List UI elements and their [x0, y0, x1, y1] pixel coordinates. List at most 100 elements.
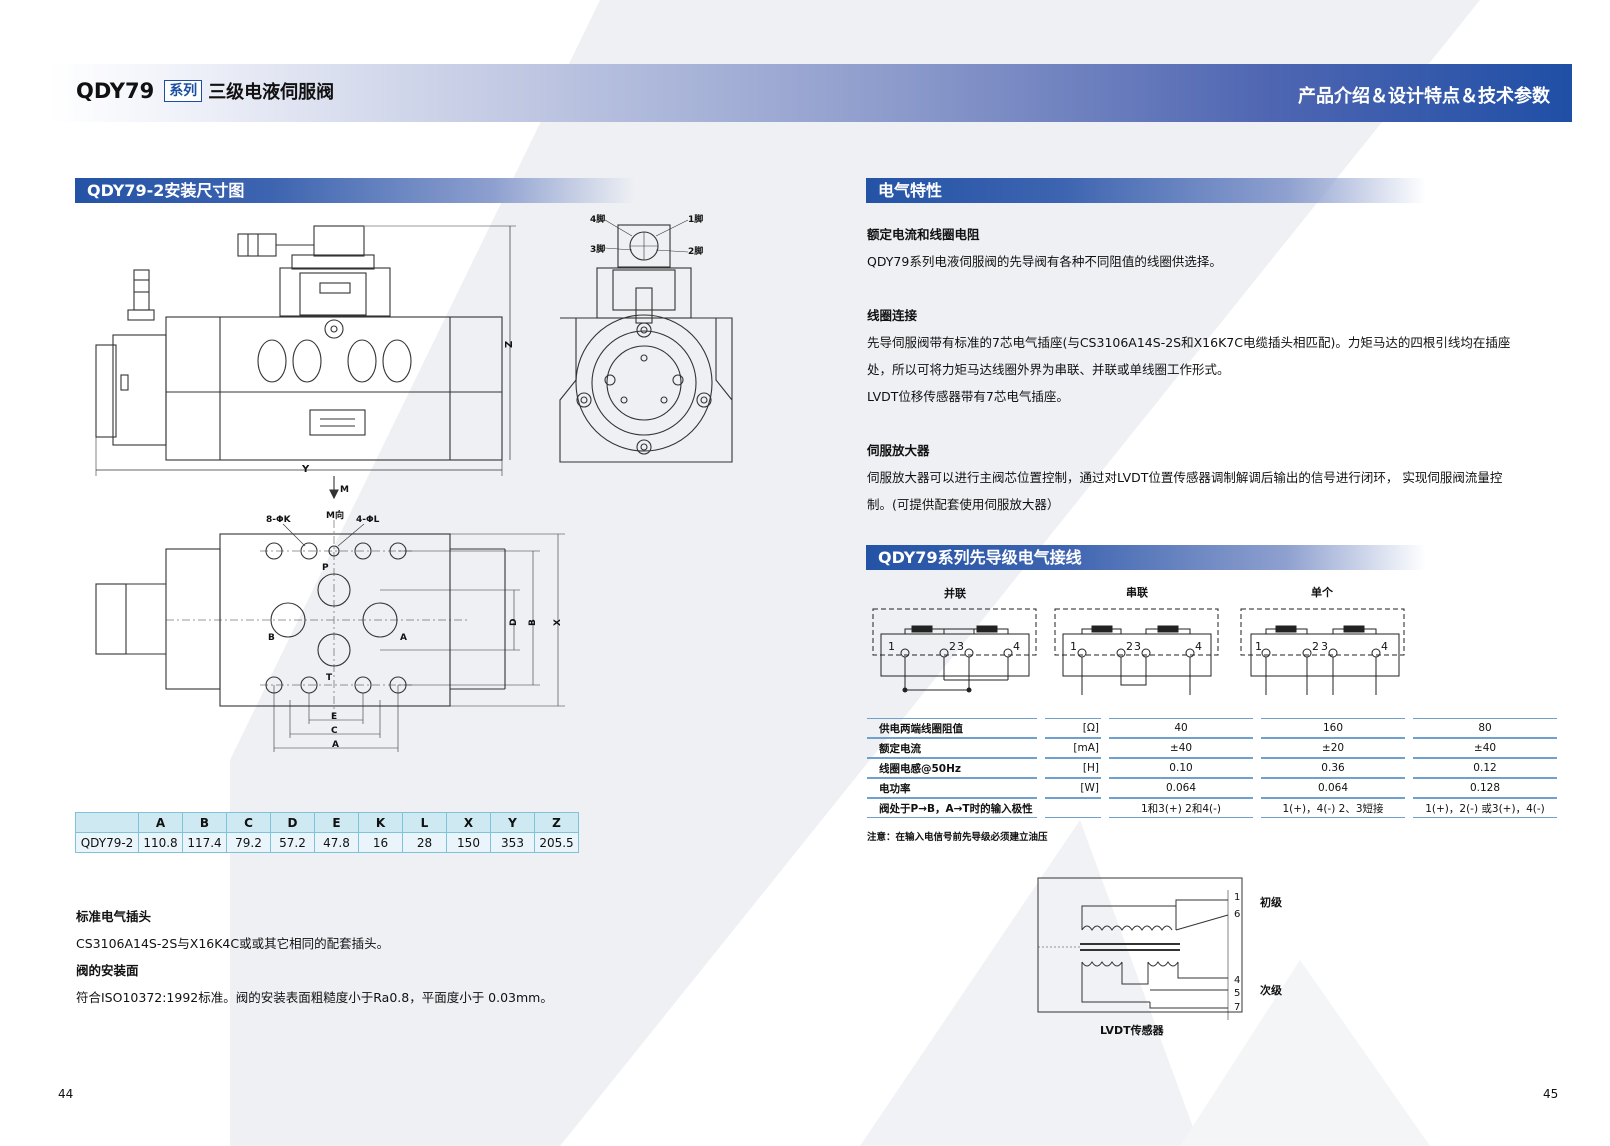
- table-cell: 0.36: [1261, 758, 1405, 778]
- table-header-cell: K: [358, 812, 403, 833]
- pin-label: 1: [888, 640, 895, 653]
- label-dim-y: Y: [301, 464, 310, 475]
- pin-label: 3: [1134, 640, 1141, 653]
- table-row: QDY79-2 110.8 117.4 79.2 57.2 47.8 16 28…: [75, 832, 579, 853]
- lvdt-caption: LVDT传感器: [1100, 1023, 1165, 1037]
- table-cell: 0.128: [1413, 778, 1557, 798]
- pin-label: 1: [1070, 640, 1077, 653]
- table-header-cell: X: [446, 812, 491, 833]
- table-cell: 150: [446, 832, 491, 853]
- table-cell: [Ω]: [1045, 718, 1101, 738]
- label-pin1: 1脚: [688, 213, 703, 225]
- table-header-cell: Y: [490, 812, 535, 833]
- rated-current-heading: 额定电流和线圈电阻: [867, 227, 980, 242]
- pin-label: 4: [1013, 640, 1020, 653]
- pin-label: 4: [1381, 640, 1388, 653]
- lvdt-secondary-label: 次级: [1260, 983, 1283, 997]
- table-cell: 阀处于P→B，A→T时的输入极性: [867, 798, 1037, 818]
- label-dim-d: D: [509, 619, 519, 626]
- table-cell: 16: [358, 832, 403, 853]
- section-title-electrical: 电气特性: [866, 178, 1426, 203]
- table-header-cell: B: [182, 812, 227, 833]
- rated-current-text: QDY79系列电液伺服阀的先导阀有各种不同阻值的线圈供选择。: [867, 254, 1222, 269]
- table-row: 额定电流 [mA] ±40 ±20 ±40: [867, 738, 1557, 758]
- table-row: 线圈电感@50Hz [H] 0.10 0.36 0.12: [867, 758, 1557, 778]
- coil-connection-text-1: 先导伺服阀带有标准的7芯电气插座(与CS3106A14S-2S和X16K7C电缆…: [867, 335, 1511, 350]
- coil-connection-text-2: 处，所以可将力矩马达线圈外界为串联、并联或单线圈工作形式。: [867, 362, 1230, 377]
- wiring-note: 注意：在输入电信号前先导级必须建立油压: [867, 832, 1048, 843]
- table-cell: 线圈电感@50Hz: [867, 758, 1037, 778]
- product-subtitle: 三级电液伺服阀: [208, 82, 335, 103]
- label-m-direction: M向: [326, 509, 344, 521]
- label-pin2: 2脚: [688, 245, 703, 257]
- wiring-diagram-parallel: 1 2 3 4: [872, 608, 1037, 693]
- table-cell: 57.2: [270, 832, 315, 853]
- table-cell: ±40: [1109, 738, 1253, 758]
- wiring-label-series: 串联: [1126, 585, 1148, 599]
- label-pin4: 4脚: [590, 213, 605, 225]
- section-title-wiring: QDY79系列先导级电气接线: [866, 545, 1426, 570]
- table-cell: 0.064: [1109, 778, 1253, 798]
- table-cell: 205.5: [534, 832, 579, 853]
- mount-text: 符合ISO10372:1992标准。阀的安装表面粗糙度小于Ra0.8，平面度小于…: [76, 990, 553, 1005]
- table-cell: QDY79-2: [75, 832, 139, 853]
- table-cell: 28: [402, 832, 447, 853]
- lvdt-pin: 5: [1234, 988, 1240, 999]
- table-header-cell: A: [138, 812, 183, 833]
- series-tag: 系列: [164, 80, 203, 102]
- table-header-cell: [75, 812, 139, 833]
- table-row: 阀处于P→B，A→T时的输入极性 1和3(+) 2和4(-) 1(+)，4(-)…: [867, 798, 1557, 818]
- pin-label: 2: [949, 640, 956, 653]
- table-cell: 79.2: [226, 832, 271, 853]
- table-cell: [H]: [1045, 758, 1101, 778]
- amplifier-text-1: 伺服放大器可以进行主阀芯位置控制，通过对LVDT位置传感器调制解调后输出的信号进…: [867, 470, 1503, 485]
- table-cell: 117.4: [182, 832, 227, 853]
- lvdt-pin: 6: [1234, 909, 1240, 920]
- label-hole-l: 4-ΦL: [356, 515, 380, 525]
- electrical-table: 供电两端线圈阻值 [Ω] 40 160 80 额定电流 [mA] ±40 ±20…: [859, 718, 1565, 818]
- pin-label: 3: [1321, 640, 1328, 653]
- section-title-install-dimensions: QDY79-2安装尺寸图: [75, 178, 635, 203]
- pin-label: 3: [957, 640, 964, 653]
- amplifier-heading: 伺服放大器: [867, 443, 930, 458]
- pin-label: 1: [1255, 640, 1262, 653]
- label-port-t: T: [326, 673, 333, 683]
- header-banner: [50, 64, 1572, 122]
- table-cell: 0.064: [1261, 778, 1405, 798]
- table-cell: 供电两端线圈阻值: [867, 718, 1037, 738]
- lvdt-primary-label: 初级: [1260, 895, 1283, 909]
- table-cell: 1(+)，2(-) 或3(+)，4(-): [1413, 798, 1557, 818]
- amplifier-text-2: 制。(可提供配套使用伺服放大器）: [867, 497, 1060, 512]
- installation-drawing: 4脚 1脚 3脚 2脚 Z Y M M向 8-ΦK 4-ΦL P T B A E…: [95, 213, 733, 752]
- page-number-left: 44: [58, 1087, 74, 1101]
- wiring-diagram-single: 1 2 3 4: [1240, 608, 1405, 695]
- table-header-cell: L: [402, 812, 447, 833]
- table-cell: 110.8: [138, 832, 183, 853]
- table-row: 供电两端线圈阻值 [Ω] 40 160 80: [867, 718, 1557, 738]
- label-pin3: 3脚: [590, 243, 605, 255]
- table-header-cell: C: [226, 812, 271, 833]
- wiring-label-parallel: 并联: [944, 586, 966, 600]
- label-dim-e: E: [331, 712, 337, 722]
- table-cell: 47.8: [314, 832, 359, 853]
- table-cell: 0.12: [1413, 758, 1557, 778]
- connector-heading: 标准电气插头: [76, 909, 152, 924]
- lvdt-pin: 1: [1234, 892, 1240, 903]
- table-cell: 电功率: [867, 778, 1037, 798]
- pin-label: 2: [1126, 640, 1133, 653]
- table-cell: 40: [1109, 718, 1253, 738]
- label-dim-a: A: [332, 740, 339, 750]
- table-cell: [mA]: [1045, 738, 1101, 758]
- table-header-cell: Z: [534, 812, 579, 833]
- pin-label: 4: [1195, 640, 1202, 653]
- table-cell: 额定电流: [867, 738, 1037, 758]
- label-port-a: A: [400, 633, 407, 643]
- table-cell: ±40: [1413, 738, 1557, 758]
- document-title: QDY79 系列 三级电液伺服阀: [76, 78, 334, 104]
- wiring-diagram-series: 1 2 3 4: [1054, 608, 1219, 695]
- mount-heading: 阀的安装面: [76, 963, 139, 978]
- lvdt-pin: 7: [1234, 1002, 1240, 1013]
- table-header-cell: E: [314, 812, 359, 833]
- lvdt-diagram: 1 6 4 5 7 初级 次级 LVDT传感器: [1037, 877, 1283, 1037]
